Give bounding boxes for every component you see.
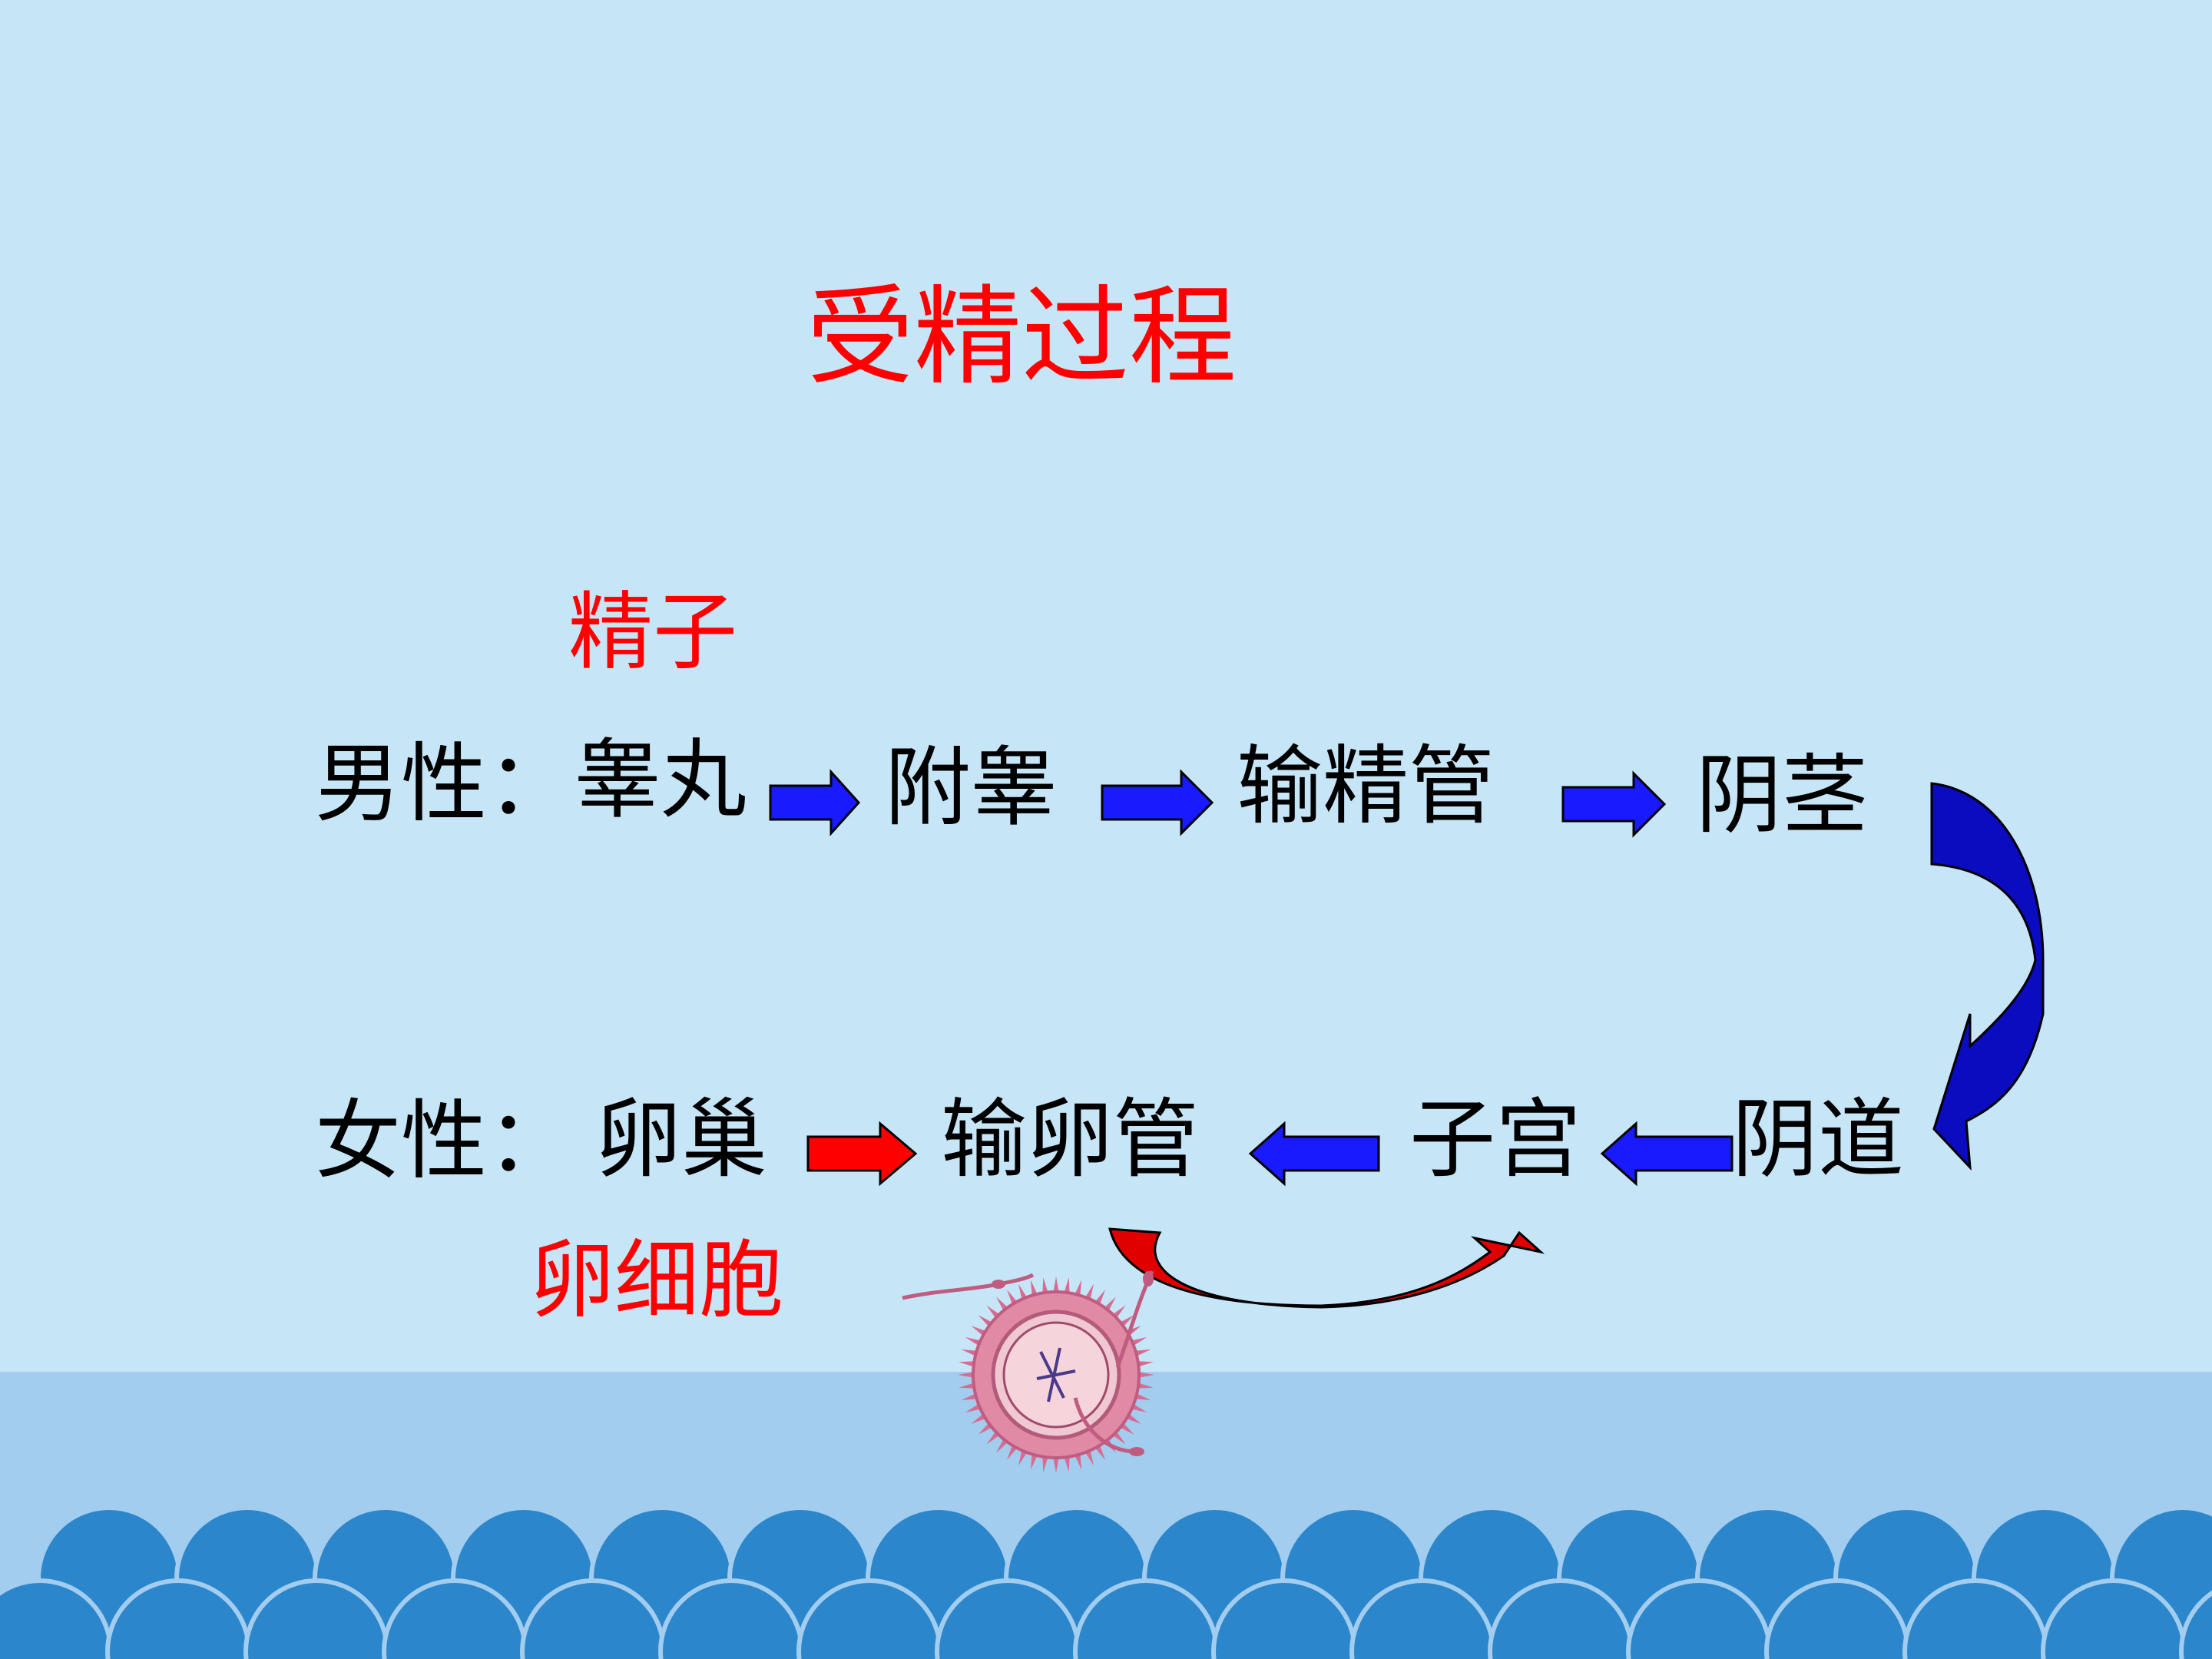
female-label: 女性：: [315, 1091, 573, 1191]
slide-title: 受精过程: [806, 275, 1237, 400]
male-step-vas-deferens: 输精管: [1237, 737, 1495, 836]
female-step-oviduct: 输卵管: [941, 1090, 1199, 1190]
female-step-vagina: 阴道: [1732, 1090, 1904, 1190]
male-step-penis: 阴茎: [1696, 746, 1868, 846]
male-label: 男性：: [315, 734, 573, 834]
arrow-uterus-to-oviduct: [1248, 1121, 1380, 1187]
egg-label: 卵细胞: [530, 1231, 783, 1330]
female-step-ovary: 卵巢: [595, 1090, 767, 1190]
arrow-epididymis-to-vas-deferens: [1101, 769, 1214, 836]
arrow-vagina-to-uterus: [1600, 1121, 1734, 1187]
arrow-ovary-to-oviduct: [806, 1121, 918, 1187]
male-step-epididymis: 附睾: [885, 738, 1057, 838]
curved-arrow-oviduct-to-uterus: [1108, 1227, 1545, 1309]
arrow-testis-to-epididymis: [769, 769, 861, 836]
female-step-uterus: 子宫: [1409, 1090, 1581, 1190]
egg-cell-with-sperm-icon: [902, 1270, 1154, 1473]
male-step-testis: 睾丸: [575, 730, 747, 830]
wave-scallop-front: [2179, 1590, 2212, 1659]
curved-arrow-penis-to-vagina: [1930, 782, 2045, 1171]
arrow-vas-deferens-to-penis: [1561, 770, 1667, 838]
sperm-label: 精子: [568, 583, 737, 681]
